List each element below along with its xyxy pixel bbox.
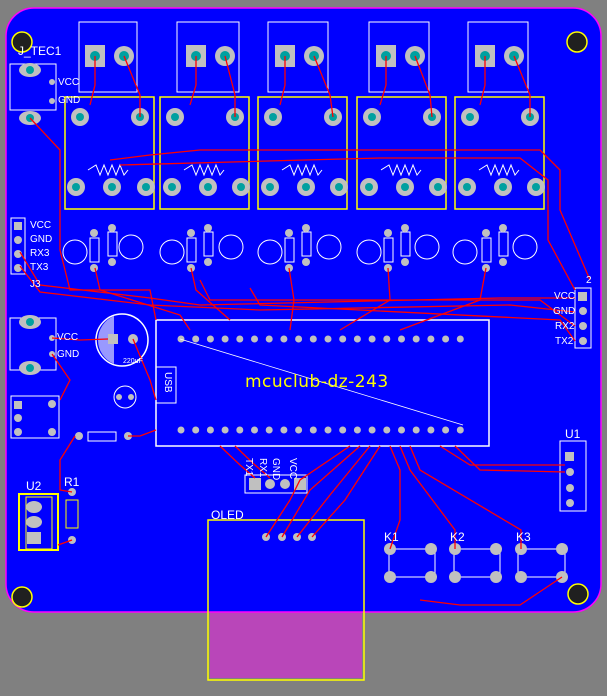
power-gnd-label: GND — [57, 349, 80, 360]
j-tec1-vcc-label: VCC — [58, 77, 80, 88]
j-tec1-label: J_TEC1 — [18, 44, 62, 58]
mcu-pins-top — [177, 335, 464, 343]
oled-label: OLED — [211, 508, 244, 522]
driver-components — [62, 234, 538, 265]
uart1-pin-tx3: TX3 — [30, 262, 49, 273]
relay-coil-symbols — [87, 163, 520, 177]
signal-wire — [179, 338, 464, 426]
u1-label: U1 — [565, 427, 581, 441]
mcu-pin — [324, 426, 332, 434]
mcu-pin — [177, 426, 185, 434]
uart1-side-label: J3 — [30, 279, 41, 290]
board-title: mcuclub-dz-243 — [245, 372, 389, 392]
mcu-pin — [251, 426, 258, 434]
mcu-pin — [353, 426, 361, 434]
k3-label: K3 — [516, 530, 531, 544]
mcu-pin — [456, 426, 464, 434]
u1-header — [559, 440, 587, 512]
board-outline — [5, 7, 602, 613]
relay-pads — [67, 108, 545, 196]
uart1-pin-rx3: RX3 — [30, 248, 50, 259]
mcu-pin — [192, 426, 200, 434]
mcu-pin — [206, 335, 214, 343]
bt-pin-rx1: RX1 — [257, 458, 268, 478]
mcu-pins-bottom — [177, 426, 464, 434]
power-vcc-label: VCC — [57, 332, 79, 343]
k1-label: K1 — [384, 530, 399, 544]
mcu-pin — [309, 335, 317, 343]
mcu-pin — [383, 335, 391, 343]
uart2-pin-rx2: RX2 — [555, 321, 575, 332]
mcu-pin — [398, 426, 405, 434]
uart2-pin-vcc: VCC — [554, 291, 576, 302]
uart1-header — [10, 217, 26, 275]
k2-label: K2 — [450, 530, 465, 544]
power-connector — [9, 315, 57, 375]
driver-resistors — [89, 231, 509, 263]
mcu-pin — [265, 426, 273, 434]
terminal-blocks — [78, 21, 529, 93]
copper-traces — [19, 55, 591, 606]
mcu-pin — [192, 335, 200, 343]
relay-outlines — [64, 96, 545, 210]
mcu-pin — [412, 426, 420, 434]
mcu-pin — [324, 335, 332, 343]
bottom-left-resistor — [75, 431, 132, 442]
mcu-pin — [280, 426, 288, 434]
capacitor-value-label: 220uF — [123, 358, 143, 365]
mcu-pin — [456, 335, 464, 343]
driver-pads — [90, 224, 507, 272]
mcu-pin — [295, 335, 303, 343]
mcu-pin — [353, 335, 361, 343]
mcu-pin — [339, 335, 347, 343]
uart2-header — [574, 287, 592, 349]
mcu-pin — [398, 335, 405, 343]
bt-pin-tx1: TX1 — [243, 458, 254, 477]
copper-pour — [6, 8, 601, 612]
mcu-pin — [236, 426, 244, 434]
mcu-pin — [295, 426, 303, 434]
mcu-pin — [368, 335, 376, 343]
mcu-pin — [309, 426, 317, 434]
u2-label: U2 — [26, 479, 42, 493]
mcu-pin — [221, 335, 229, 343]
uart2-side-label: 2 — [586, 275, 592, 286]
mcu-pin — [427, 335, 435, 343]
uart2-pin-tx2: TX2 — [555, 336, 574, 347]
mcu-pin — [221, 426, 229, 434]
mcu-pin — [280, 335, 288, 343]
oled-module — [207, 519, 365, 681]
mcu-pin — [427, 426, 435, 434]
r1-label: R1 — [64, 475, 80, 489]
switch-module — [10, 395, 60, 439]
mcu-pin — [236, 335, 244, 343]
mcu-pin — [339, 426, 347, 434]
mcu-pin — [442, 426, 450, 434]
mcu-pin — [412, 335, 420, 343]
mounting-holes — [11, 31, 589, 608]
usb-label: USB — [162, 372, 173, 393]
mcu-pin — [383, 426, 391, 434]
mcu-pin — [251, 335, 258, 343]
mcu-pin — [368, 426, 376, 434]
mcu-pin — [265, 335, 273, 343]
mcu-pin — [442, 335, 450, 343]
uart1-pin-vcc: VCC — [30, 220, 52, 231]
bt-pin-gnd: GND — [270, 458, 281, 481]
bt-pin-vcc: VCC — [287, 458, 298, 480]
mcu-pin — [206, 426, 214, 434]
mcu-module — [155, 319, 490, 447]
u2-regulator — [18, 493, 59, 551]
j-tec1-gnd-label: GND — [58, 95, 81, 106]
small-capacitor — [113, 385, 137, 409]
uart2-pin-gnd: GND — [553, 306, 576, 317]
uart1-pin-gnd: GND — [30, 234, 53, 245]
